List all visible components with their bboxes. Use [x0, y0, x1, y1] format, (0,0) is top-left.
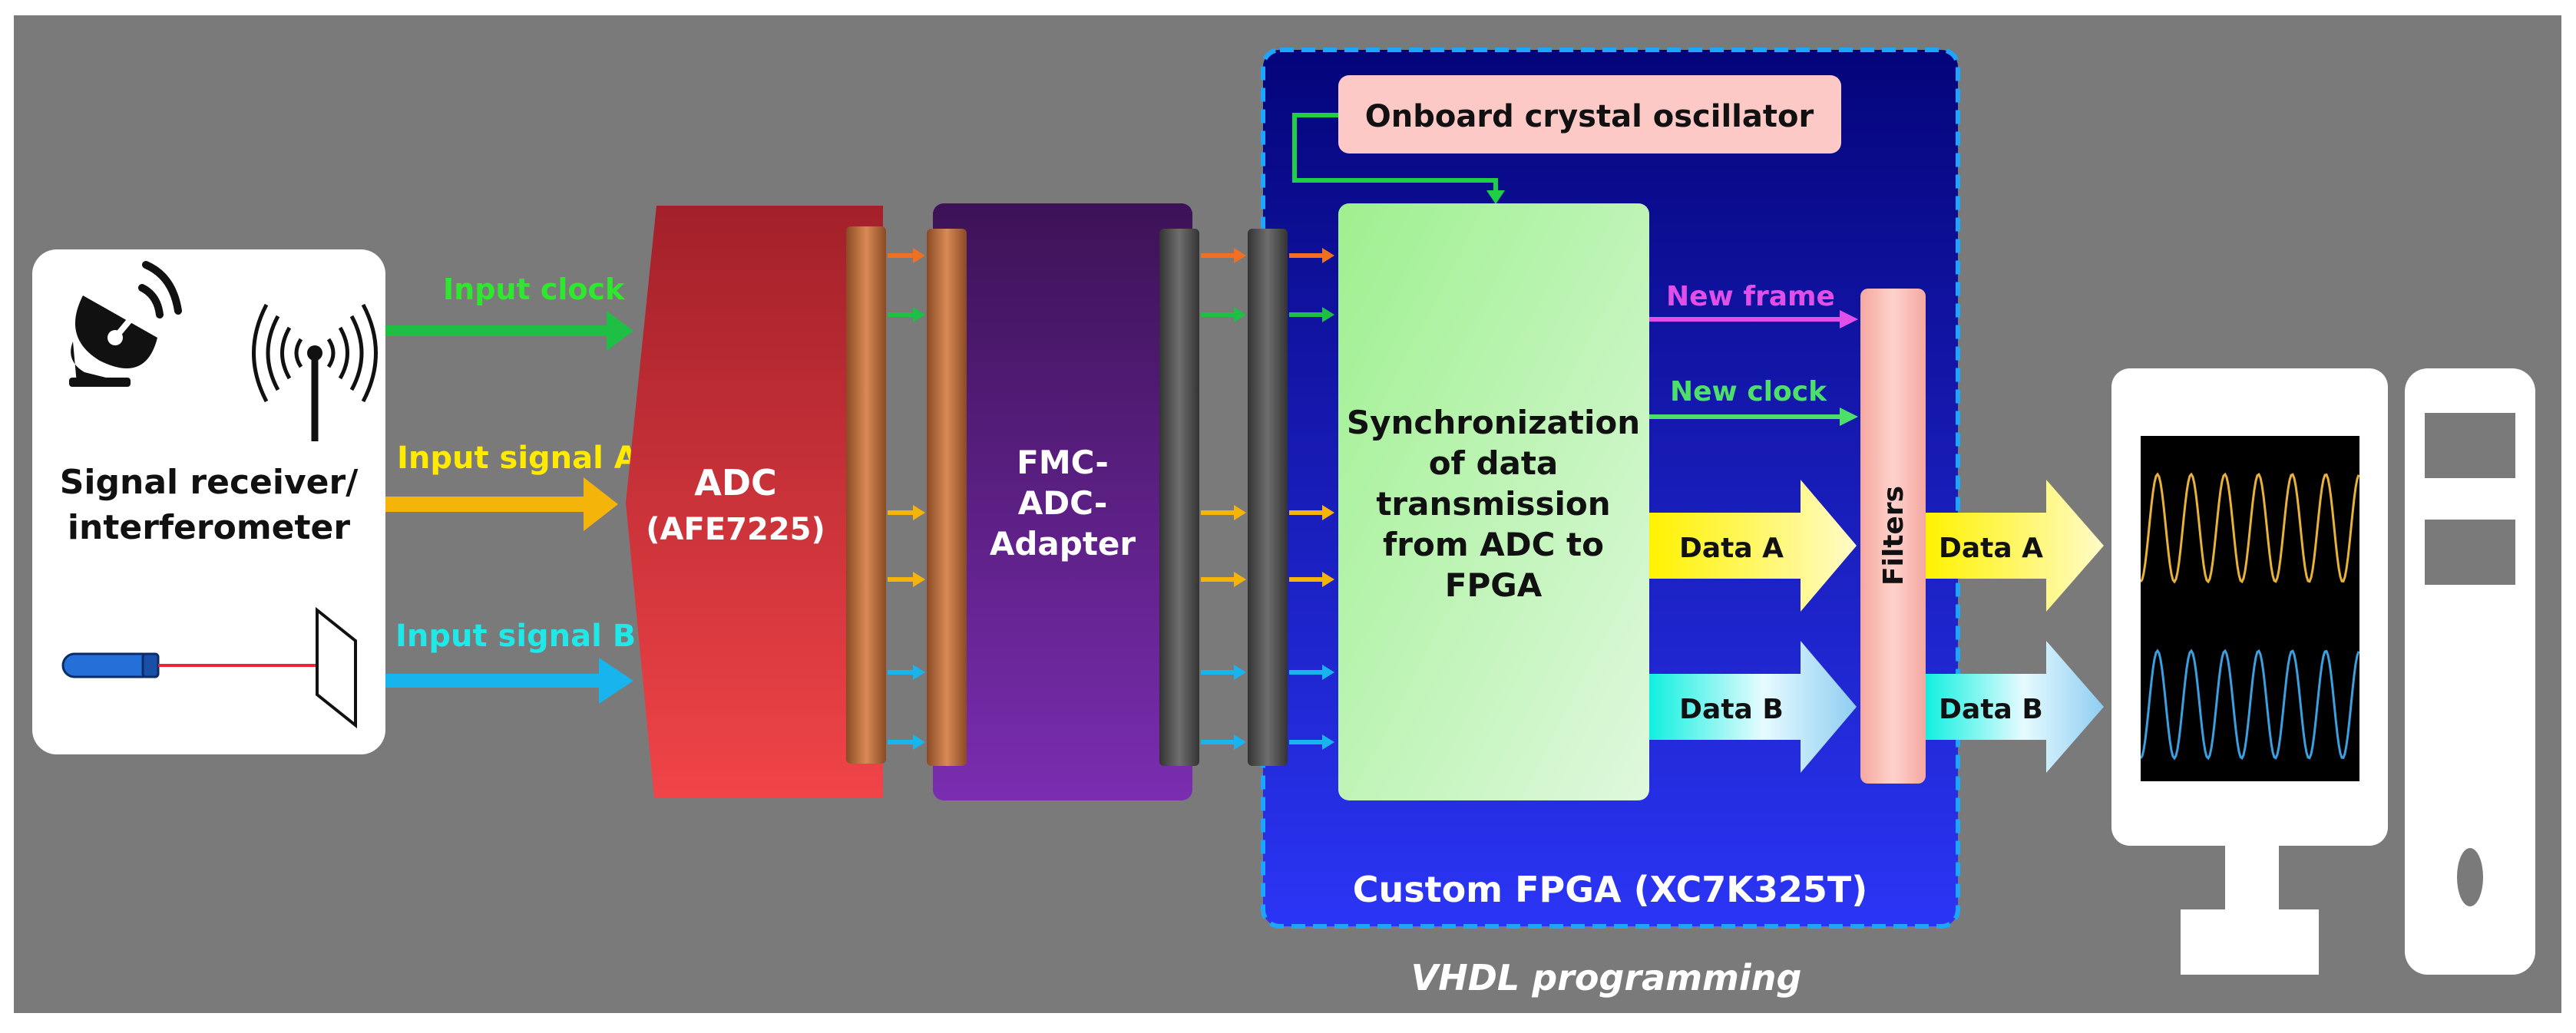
filters-block: Filters — [1860, 289, 1926, 784]
adapter-output-connector — [1159, 229, 1199, 766]
oscillator-block: Onboard crystal oscillator — [1338, 75, 1841, 153]
adc-block: ADC (AFE7225) — [626, 206, 883, 798]
receiver-label-line2: interferometer — [68, 508, 350, 547]
connector-arrow-head — [1322, 248, 1334, 263]
fpga-data-b-arrow: Data B — [1649, 641, 1857, 773]
synchronization-block: Synchronization of data transmission fro… — [1338, 203, 1649, 800]
adapter-input-connector — [927, 229, 967, 766]
sync-label-line3: transmission — [1376, 485, 1610, 523]
output-data-a-label: Data A — [1939, 533, 2043, 564]
waveform-b — [2141, 649, 2359, 761]
computer-tower-icon — [2405, 368, 2535, 975]
connector-arrow-head — [913, 734, 925, 750]
input-clock-arrow — [385, 311, 633, 351]
connector-arrow-head — [1322, 734, 1334, 750]
adc-connector — [846, 226, 886, 764]
new-clock-arrow — [1649, 408, 1858, 426]
input-clock-label: Input clock — [443, 272, 625, 306]
receiver-label-line1: Signal receiver/ — [60, 463, 359, 502]
connector-arrow-head — [1234, 572, 1246, 587]
filters-label: Filters — [1878, 486, 1910, 586]
connector-arrows — [888, 248, 1334, 750]
laser-icon — [61, 652, 338, 678]
output-data-b-arrow: Data B — [1926, 641, 2104, 773]
caption: VHDL programming — [1411, 957, 1802, 998]
input-signal-a-arrow — [385, 477, 618, 531]
oscillator-clock-line — [1292, 113, 1505, 204]
adc-label: ADC — [694, 462, 777, 503]
connector-arrow-head — [1234, 248, 1246, 263]
sync-label-line2: of data — [1429, 444, 1559, 482]
sync-label-line1: Synchronization — [1347, 404, 1640, 441]
fpga-title: Custom FPGA (XC7K325T) — [1353, 869, 1868, 910]
output-data-b-label: Data B — [1939, 694, 2043, 725]
input-signal-a-label: Input signal A — [397, 441, 638, 476]
fpga-data-a-arrow: Data A — [1649, 480, 1857, 612]
connector-arrow-head — [913, 572, 925, 587]
connector-arrow-head — [913, 248, 925, 263]
oscillator-label: Onboard crystal oscillator — [1365, 99, 1814, 134]
satellite-dish-icon — [69, 261, 182, 387]
connector-arrow-head — [1322, 572, 1334, 587]
waveform-a — [2141, 472, 2359, 584]
connector-arrow-head — [1322, 505, 1334, 520]
fpga-input-connector — [1248, 229, 1288, 766]
connector-arrow-head — [913, 665, 925, 680]
mirror-icon — [316, 606, 357, 729]
connector-arrow-head — [1234, 505, 1246, 520]
adc-part-label: (AFE7225) — [646, 512, 825, 547]
adapter-label-line3: Adapter — [990, 525, 1136, 563]
connector-arrow-head — [1322, 307, 1334, 322]
input-signal-b-label: Input signal B — [395, 619, 636, 654]
connector-arrow-head — [1234, 734, 1246, 750]
output-data-a-arrow: Data A — [1926, 480, 2104, 612]
new-clock-label: New clock — [1670, 376, 1827, 408]
connector-arrow-head — [1234, 307, 1246, 322]
connector-arrow-head — [1322, 665, 1334, 680]
fpga-data-b-label: Data B — [1679, 694, 1784, 725]
monitor-screen — [2141, 436, 2359, 781]
adapter-label-line2: ADC- — [1018, 484, 1108, 522]
signal-receiver-card: Signal receiver/ interferometer — [32, 249, 385, 754]
antenna-icon — [252, 303, 378, 441]
sync-label-line4: from ADC to — [1383, 526, 1604, 563]
input-signal-b-arrow — [385, 658, 633, 704]
sync-label-line5: FPGA — [1445, 566, 1543, 604]
fmc-adc-adapter-block: FMC- ADC- Adapter — [933, 203, 1192, 800]
new-frame-label: New frame — [1666, 281, 1835, 312]
fpga-data-a-label: Data A — [1679, 533, 1784, 564]
connector-arrow-head — [1234, 665, 1246, 680]
new-frame-arrow — [1649, 310, 1858, 328]
adapter-label-line1: FMC- — [1017, 444, 1109, 481]
connector-arrow-head — [913, 505, 925, 520]
connector-arrow-head — [913, 307, 925, 322]
computer-monitor-icon — [2111, 368, 2388, 975]
